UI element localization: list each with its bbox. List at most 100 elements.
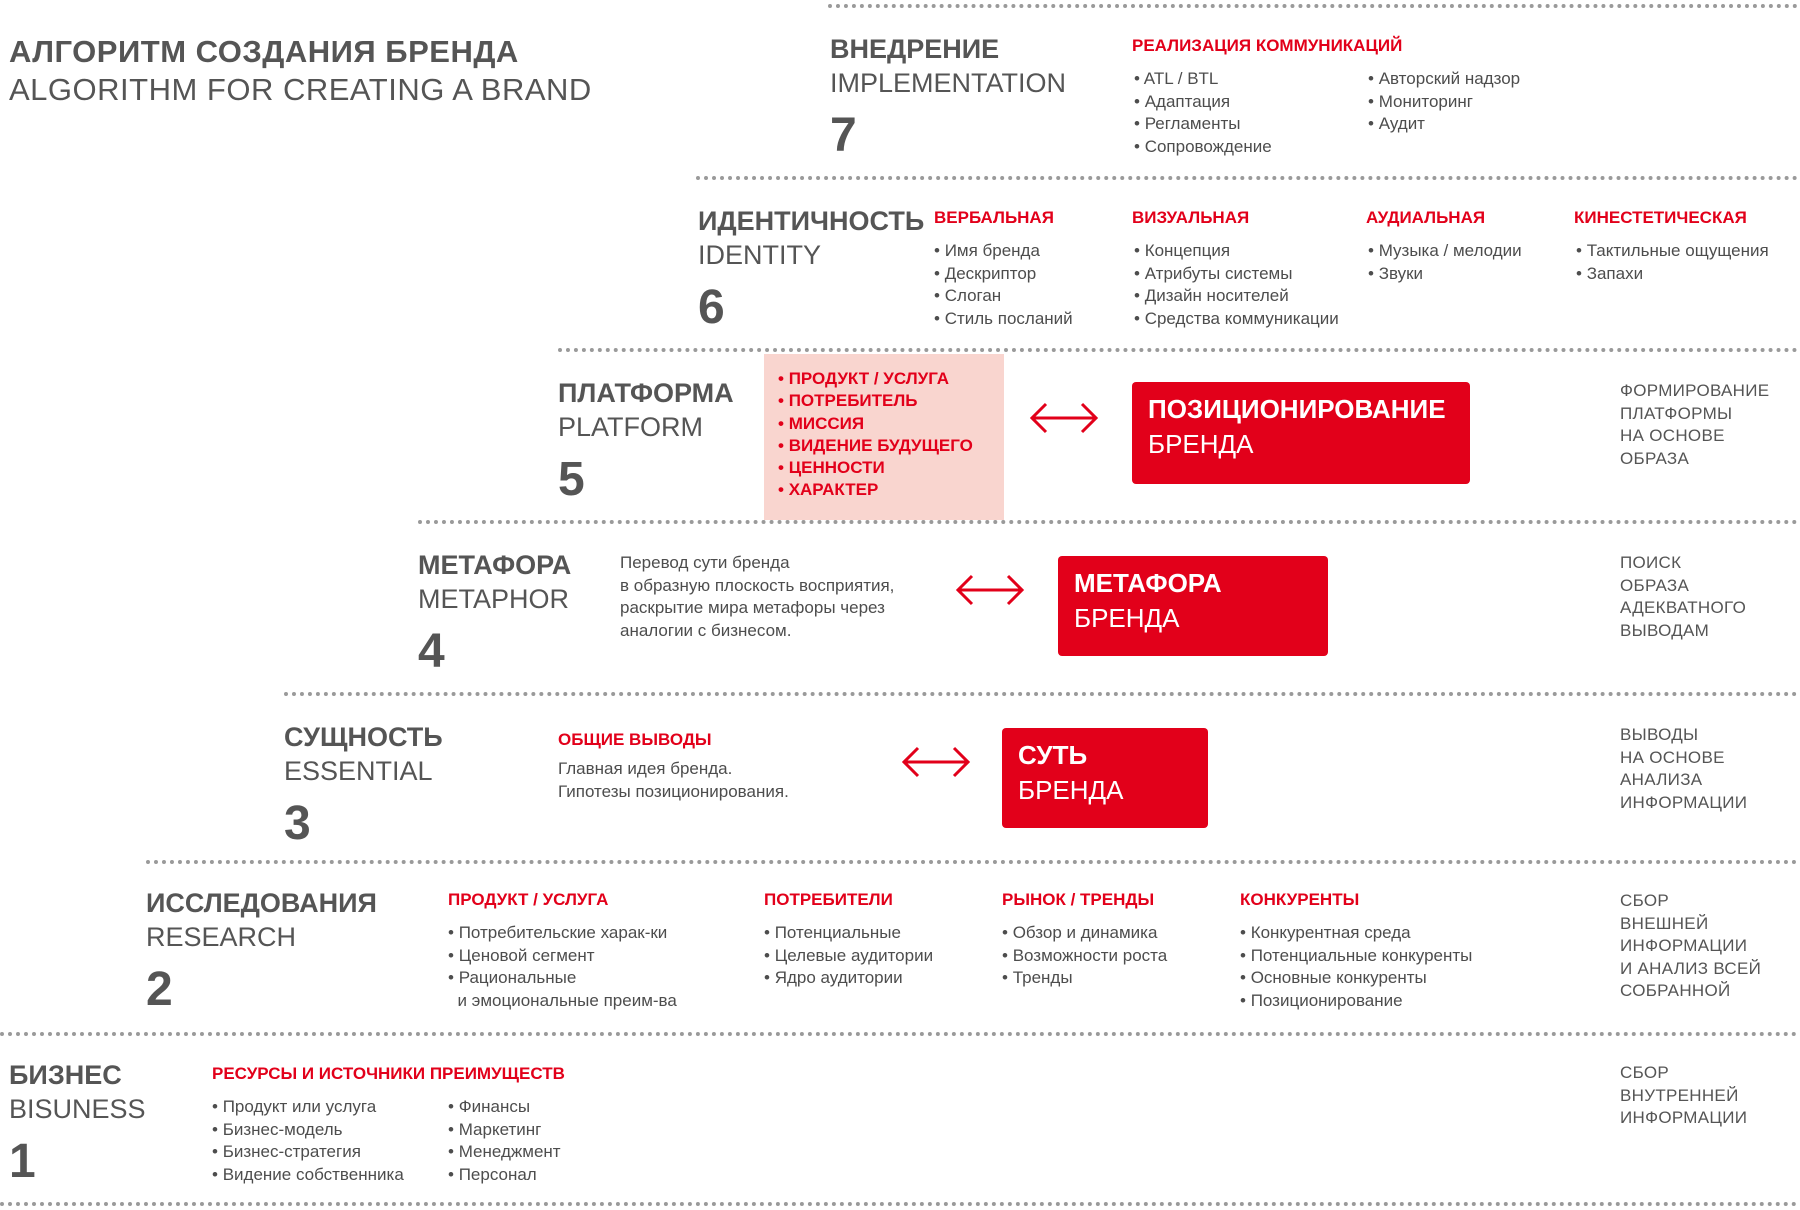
list-col2: Авторский надзор Мониторинг Аудит [1368,68,1520,136]
group-list-visual: Концепция Атрибуты системы Дизайн носите… [1134,240,1339,330]
group-list-kinesthetic: Тактильные ощущения Запахи [1576,240,1769,285]
note-line: ИНФОРМАЦИИ [1620,936,1748,955]
list-item: Рациональные [448,967,677,990]
divider-2-1 [0,1032,1798,1036]
group-heading-visual: ВИЗУАЛЬНАЯ [1132,208,1250,227]
group-heading-product: ПРОДУКТ / УСЛУГА [448,890,609,909]
note-line: СБОР [1620,891,1670,910]
group-list-product: Потребительские харак-ки Ценовой сегмент… [448,922,677,1012]
list-item: Слоган [934,285,1073,308]
page-title-ru: АЛГОРИТМ СОЗДАНИЯ БРЕНДА [9,34,519,69]
stage-number: 2 [146,963,173,1016]
stage-title-en: IDENTITY [698,240,822,270]
divider-bottom [0,1202,1798,1206]
note-line: ИНФОРМАЦИИ [1620,1108,1748,1127]
list-col1: ATL / BTL Адаптация Регламенты Сопровожд… [1134,68,1272,158]
stage-title-en: ESSENTIAL [284,756,433,786]
list-item: Менеджмент [448,1141,561,1164]
list-item: Адаптация [1134,91,1272,114]
list-item: Сопровождение [1134,136,1272,159]
list-item: Имя бренда [934,240,1073,263]
section-heading: РЕАЛИЗАЦИЯ КОММУНИКАЦИЙ [1132,36,1403,55]
stage-title-ru: ИДЕНТИЧНОСТЬ [698,206,925,236]
stage-title-en: BISUNESS [9,1094,146,1124]
box-line2: БРЕНДА [1018,775,1124,805]
stage-note: ПОИСК ОБРАЗА АДЕКВАТНОГО ВЫВОДАМ [1620,552,1746,642]
list-item: Регламенты [1134,113,1272,136]
stage-title-ru: ИССЛЕДОВАНИЯ [146,888,377,918]
list-item: Финансы [448,1096,561,1119]
note-line: НА ОСНОВЕ [1620,426,1725,445]
group-list-audial: Музыка / мелодии Звуки [1368,240,1522,285]
essence-box: СУТЬ БРЕНДА [1002,728,1208,828]
list-item: Целевые аудитории [764,945,933,968]
divider-5-4 [418,520,1798,524]
list-item: Маркетинг [448,1119,561,1142]
text-line: аналогии с бизнесом. [620,620,792,640]
list-item: Бизнес-стратегия [212,1141,404,1164]
metaphor-description: Перевод сути бренда в образную плоскость… [620,552,894,642]
stage-number: 7 [830,109,857,162]
stage-note: ВЫВОДЫ НА ОСНОВЕ АНАЛИЗА ИНФОРМАЦИИ [1620,724,1747,814]
note-line: ОБРАЗА [1620,575,1690,595]
list-item: Бизнес-модель [212,1119,404,1142]
box-line2: БРЕНДА [1074,603,1180,633]
metaphor-box: МЕТАФОРА БРЕНДА [1058,556,1328,656]
stage-number: 6 [698,281,725,334]
note-line: ОБРАЗА [1620,448,1690,468]
list-item: Потребительские харак-ки [448,922,677,945]
list-item: Средства коммуникации [1134,308,1339,331]
list-item: Позиционирование [1240,990,1472,1013]
list-item: ПОТРЕБИТЕЛЬ [778,390,990,412]
note-line: ВНУТРЕННЕЙ [1620,1085,1739,1105]
list-item: Авторский надзор [1368,68,1520,91]
divider-top [828,4,1798,8]
text-line: в образную плоскость восприятия, [620,575,895,595]
positioning-box: ПОЗИЦИОНИРОВАНИЕ БРЕНДА [1132,382,1470,484]
list-item: ATL / BTL [1134,68,1272,91]
list-item: Продукт или услуга [212,1096,404,1119]
list-item: Стиль посланий [934,308,1073,331]
page-title-en: ALGORITHM FOR CREATING A BRAND [9,72,592,107]
box-line1: МЕТАФОРА [1074,568,1222,598]
group-list-competitors: Конкурентная среда Потенциальные конкуре… [1240,922,1473,1013]
text-line: раскрытие мира метафоры через [620,598,885,617]
list-item: Тактильные ощущения [1576,240,1769,263]
list-item: Потенциальные [764,922,933,945]
stage-number: 3 [284,797,311,850]
list-item: Обзор и динамика [1002,922,1167,945]
stage-title-ru: СУЩНОСТЬ [284,722,443,752]
note-line: ПЛАТФОРМЫ [1620,403,1733,423]
group-list-verbal: Имя бренда Дескриптор Слоган Стиль посла… [934,240,1073,330]
list-item: ВИДЕНИЕ БУДУЩЕГО [778,435,990,457]
list-item: Запахи [1576,263,1769,286]
group-heading-verbal: ВЕРБАЛЬНАЯ [934,208,1054,227]
group-heading-kinesthetic: КИНЕСТЕТИЧЕСКАЯ [1574,208,1747,227]
list-item: ХАРАКТЕР [778,479,990,501]
list-item: и эмоциональные преим-ва [457,990,677,1010]
essential-description: Главная идея бренда. Гипотезы позиционир… [558,758,789,803]
platform-components-box: ПРОДУКТ / УСЛУГА ПОТРЕБИТЕЛЬ МИССИЯ ВИДЕ… [764,354,1004,520]
list-col1: Продукт или услуга Бизнес-модель Бизнес-… [212,1096,404,1186]
list-col2: Финансы Маркетинг Менеджмент Персонал [448,1096,561,1186]
list-item: Музыка / мелодии [1368,240,1522,263]
stage-title-ru: МЕТАФОРА [418,550,572,580]
note-line: ВЫВОДАМ [1620,620,1710,640]
group-heading-market: РЫНОК / ТРЕНДЫ [1002,890,1155,909]
list-item: Конкурентная среда [1240,922,1472,945]
note-line: СОБРАННОЙ [1620,981,1731,1000]
list-item: Аудит [1368,113,1520,136]
group-heading-audial: АУДИАЛЬНАЯ [1366,208,1486,227]
list-item: Ядро аудитории [764,967,933,990]
note-line: И АНАЛИЗ ВСЕЙ [1620,958,1762,978]
list-item: Видение собственника [212,1164,404,1187]
note-line: АДЕКВАТНОГО [1620,598,1747,617]
list-item: ЦЕННОСТИ [778,457,990,479]
note-line: ВНЕШНЕЙ [1620,913,1709,933]
note-line: ФОРМИРОВАНИЕ [1620,381,1770,400]
note-line: ПОИСК [1620,553,1682,572]
stage-note: СБОР ВНЕШНЕЙ ИНФОРМАЦИИ И АНАЛИЗ ВСЕЙ СО… [1620,890,1761,1003]
list-item: Концепция [1134,240,1339,263]
note-line: НА ОСНОВЕ [1620,747,1725,767]
double-arrow-icon [955,574,1025,606]
